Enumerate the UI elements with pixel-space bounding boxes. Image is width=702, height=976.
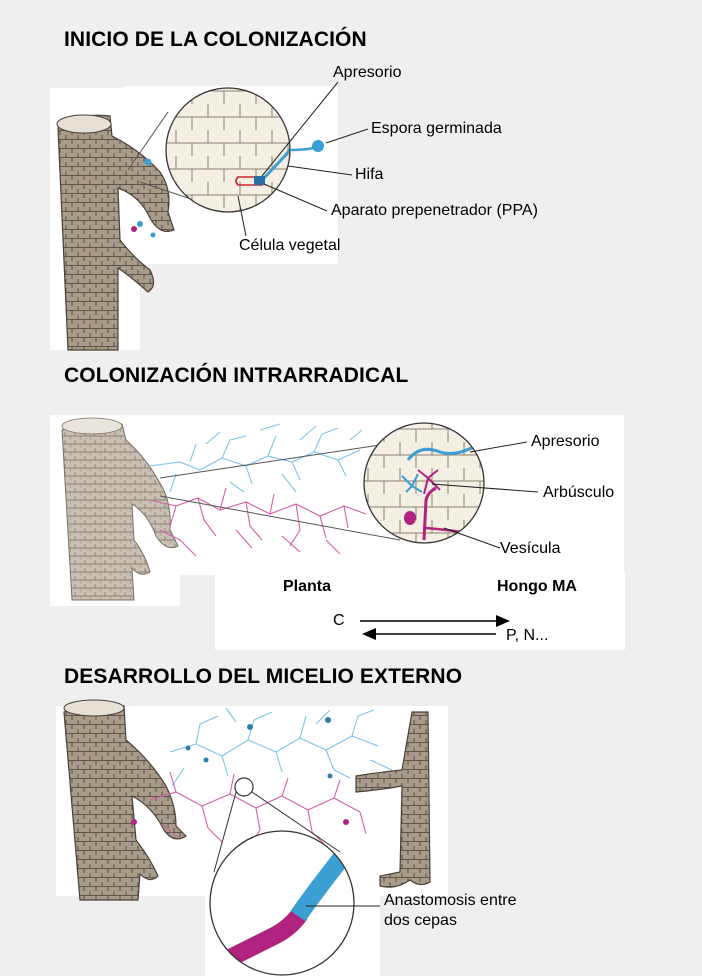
root-section-1 (57, 115, 174, 350)
label-anastomosis-line2: dos cepas (384, 912, 457, 930)
label-hongo-ma: Hongo MA (497, 578, 577, 596)
exchange-arrows (360, 615, 510, 640)
label-vesicula: Vesícula (500, 540, 560, 558)
label-arbusculo: Arbúsculo (543, 484, 614, 502)
label-apresorio-2: Apresorio (531, 433, 599, 451)
label-celula-vegetal: Célula vegetal (239, 237, 340, 255)
root-section-3-left (64, 700, 186, 900)
label-planta: Planta (283, 578, 331, 596)
label-ppa: Aparato prepenetrador (PPA) (331, 202, 538, 220)
label-nutrients: P, N... (506, 627, 548, 645)
root-section-2 (62, 418, 178, 600)
label-hifa: Hifa (355, 166, 383, 184)
label-carbon: C (333, 612, 345, 630)
hyphae-section-2 (150, 424, 366, 556)
label-apresorio-1: Apresorio (333, 64, 401, 82)
label-espora-germinada: Espora germinada (371, 120, 502, 138)
root-section-3-right (356, 712, 430, 887)
label-anastomosis-line1: Anastomosis entre (384, 892, 517, 910)
